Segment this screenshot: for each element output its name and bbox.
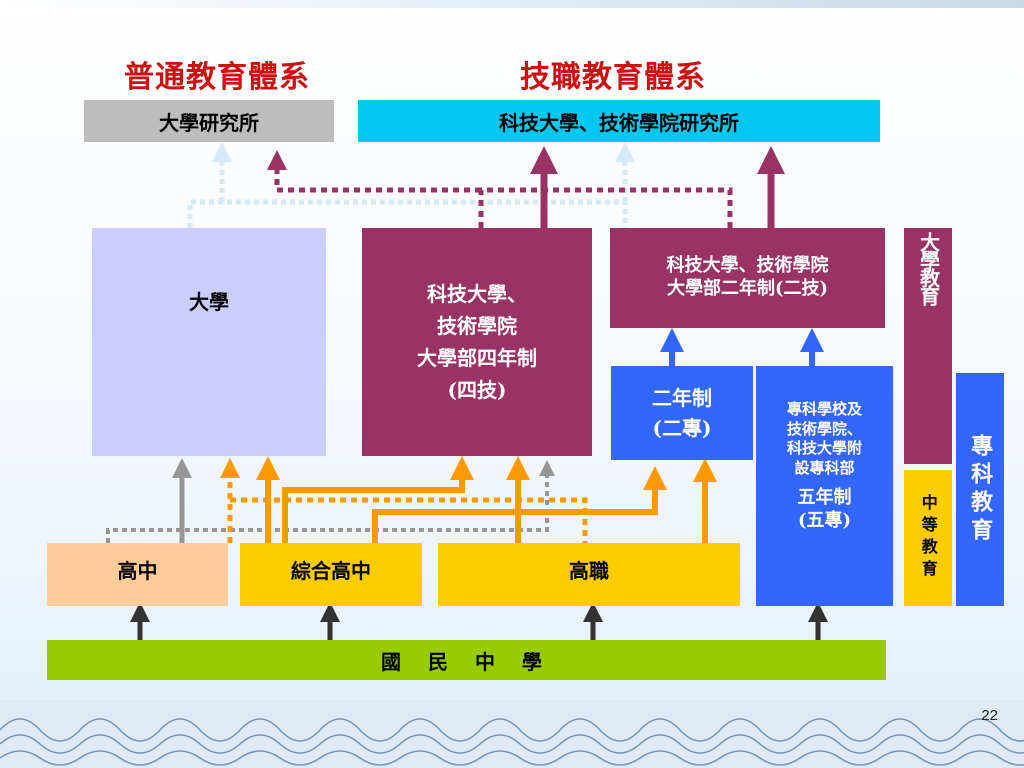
top-banner [0, 0, 1024, 8]
orange-solid-arrows [256, 456, 717, 543]
box-tech-graduate-institute: 科技大學、技術學院研究所 [358, 100, 880, 142]
box-junior-college-education-vertical: 專科教育 [956, 373, 1004, 606]
junior-5yr-line-4: 設專科部 [794, 458, 855, 477]
dark-arrows [130, 602, 828, 640]
box-junior-two-year: 二年制 (二專) [611, 366, 753, 460]
box-graduate-institute: 大學研究所 [84, 100, 334, 142]
secondary-edu-label: 中等教育 [918, 494, 938, 582]
junior-5yr-line-6: (五專) [797, 510, 852, 532]
tech-4yr-line-3: 大學部四年制 [417, 346, 537, 370]
box-tech-two-year: 科技大學、技術學院 大學部二年制(二技) [610, 228, 885, 328]
tech-2yr-line-1: 科技大學、技術學院 [666, 255, 829, 276]
box-tech-four-year: 科技大學、 技術學院 大學部四年制 (四技) [362, 228, 592, 456]
tech-4yr-line-4: (四技) [447, 378, 507, 402]
box-comprehensive-high-school: 綜合高中 [240, 543, 422, 606]
box-university: 大學 [92, 228, 326, 456]
heading-general-education: 普通教育體系 [124, 60, 310, 95]
univ-edu-label: 大學教育 [916, 232, 941, 304]
box-high-school: 高中 [47, 543, 228, 606]
light-dotted-connectors [187, 142, 635, 228]
maroon-dotted-connectors [267, 150, 733, 228]
tech-4yr-line-2: 技術學院 [437, 314, 517, 338]
decorative-waves [0, 700, 1024, 768]
orange-dotted-connectors [220, 458, 588, 543]
box-junior-high-school: 國 民 中 學 [47, 640, 886, 680]
junior-5yr-line-2: 技術學院、 [786, 419, 862, 438]
junior-2yr-line-2: (二專) [652, 416, 712, 440]
tech-4yr-line-1: 科技大學、 [427, 282, 527, 306]
junior-college-edu-label: 專科教育 [967, 433, 994, 546]
box-junior-five-year: 專科學校及 技術學院、 科技大學附 設專科部 五年制 (五專) [756, 366, 893, 606]
junior-5yr-line-5: 五年制 [797, 487, 852, 508]
gray-dotted-connectors [106, 460, 555, 543]
maroon-solid-arrows [530, 146, 785, 228]
blue-arrows [660, 328, 824, 366]
box-vocational-high-school: 高職 [438, 543, 740, 606]
heading-vocational-education: 技職教育體系 [520, 60, 706, 95]
box-secondary-education-vertical: 中等教育 [904, 470, 952, 606]
junior-5yr-line-3: 科技大學附 [786, 439, 862, 457]
tech-2yr-line-2: 大學部二年制(二技) [666, 278, 829, 300]
box-university-education-vertical: 大學教育 [904, 228, 952, 464]
junior-5yr-line-1: 專科學校及 [786, 400, 862, 418]
page-number: 22 [981, 707, 998, 724]
junior-2yr-line-1: 二年制 [652, 386, 712, 410]
